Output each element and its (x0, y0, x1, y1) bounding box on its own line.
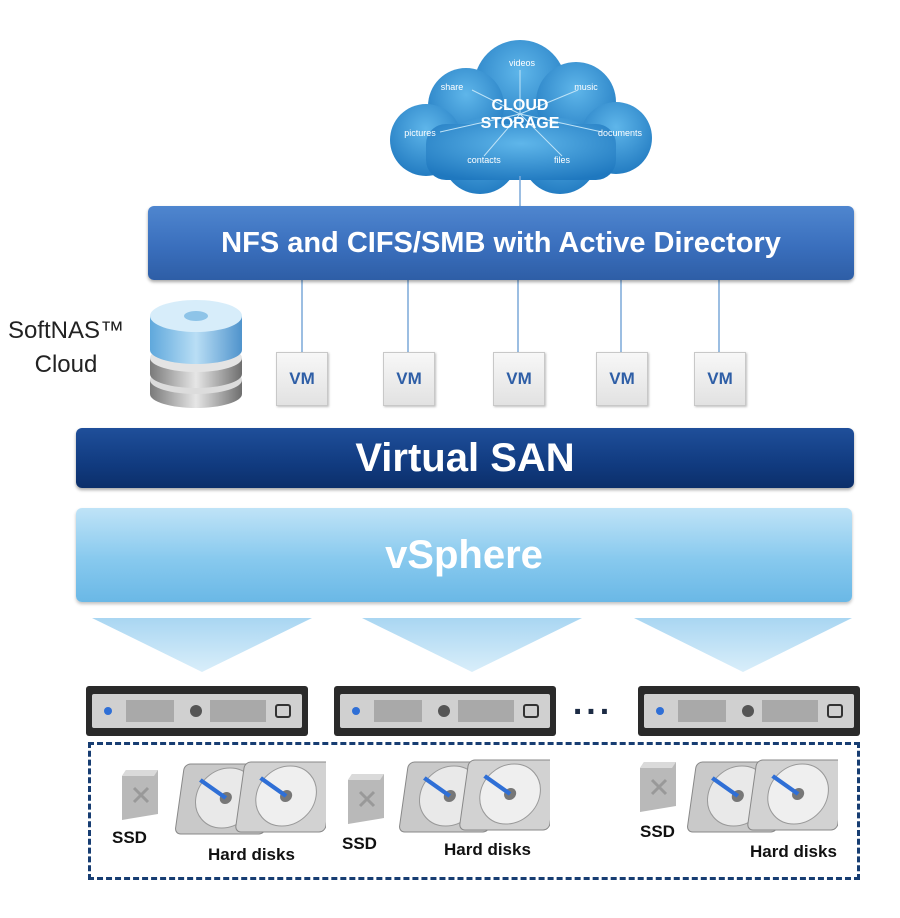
cloud-item-share: share (441, 82, 464, 92)
vm-box: VM (493, 352, 545, 406)
vm-box: VM (383, 352, 435, 406)
virtual-san-label: Virtual SAN (355, 435, 575, 480)
ssd-label: SSD (640, 822, 675, 841)
hard-disk-icon (687, 759, 838, 833)
softnas-label-line1: SoftNAS™ (7, 317, 125, 344)
protocol-bar-label: NFS and CIFS/SMB with Active Directory (221, 226, 781, 259)
cloud-item-files: files (554, 155, 571, 165)
cloud-item-documents: documents (598, 128, 643, 138)
down-arrow-icon (634, 618, 852, 672)
hard-disk-icon (175, 761, 326, 835)
vsphere-bar: vSphere (76, 508, 852, 602)
hard-disks-label: Hard disks (208, 845, 295, 864)
cloud-item-pictures: pictures (404, 128, 436, 138)
ssd-icon (348, 774, 384, 824)
cloud-item-videos: videos (509, 58, 536, 68)
softnas-label: SoftNAS™ Cloud (4, 314, 128, 382)
softnas-label-line2: Cloud (34, 351, 98, 378)
ssd-icon (122, 770, 158, 820)
cloud-item-music: music (574, 82, 598, 92)
server-icon (334, 686, 556, 736)
cloud-storage-icon: CLOUD STORAGE videos share music picture… (390, 40, 652, 194)
storage-group-box (88, 742, 860, 880)
cloud-title-line2: STORAGE (481, 115, 560, 132)
cloud-title-line1: CLOUD (492, 97, 549, 114)
vsphere-label: vSphere (385, 532, 543, 577)
database-icon (150, 300, 242, 408)
server-ellipsis: ... (572, 684, 614, 722)
cloud-item-contacts: contacts (467, 155, 501, 165)
vm-box: VM (596, 352, 648, 406)
hard-disk-icon (399, 759, 550, 833)
ssd-label: SSD (342, 834, 377, 853)
protocol-bar: NFS and CIFS/SMB with Active Directory (148, 206, 854, 280)
vm-box: VM (276, 352, 328, 406)
ssd-label: SSD (112, 828, 147, 847)
vm-box: VM (694, 352, 746, 406)
server-icon (86, 686, 308, 736)
down-arrow-icon (92, 618, 312, 672)
ssd-icon (640, 762, 676, 812)
hard-disks-label: Hard disks (444, 840, 531, 859)
virtual-san-bar: Virtual SAN (76, 428, 854, 488)
server-icon (638, 686, 860, 736)
hard-disks-label: Hard disks (750, 842, 837, 861)
arrows (92, 618, 852, 672)
down-arrow-icon (362, 618, 582, 672)
